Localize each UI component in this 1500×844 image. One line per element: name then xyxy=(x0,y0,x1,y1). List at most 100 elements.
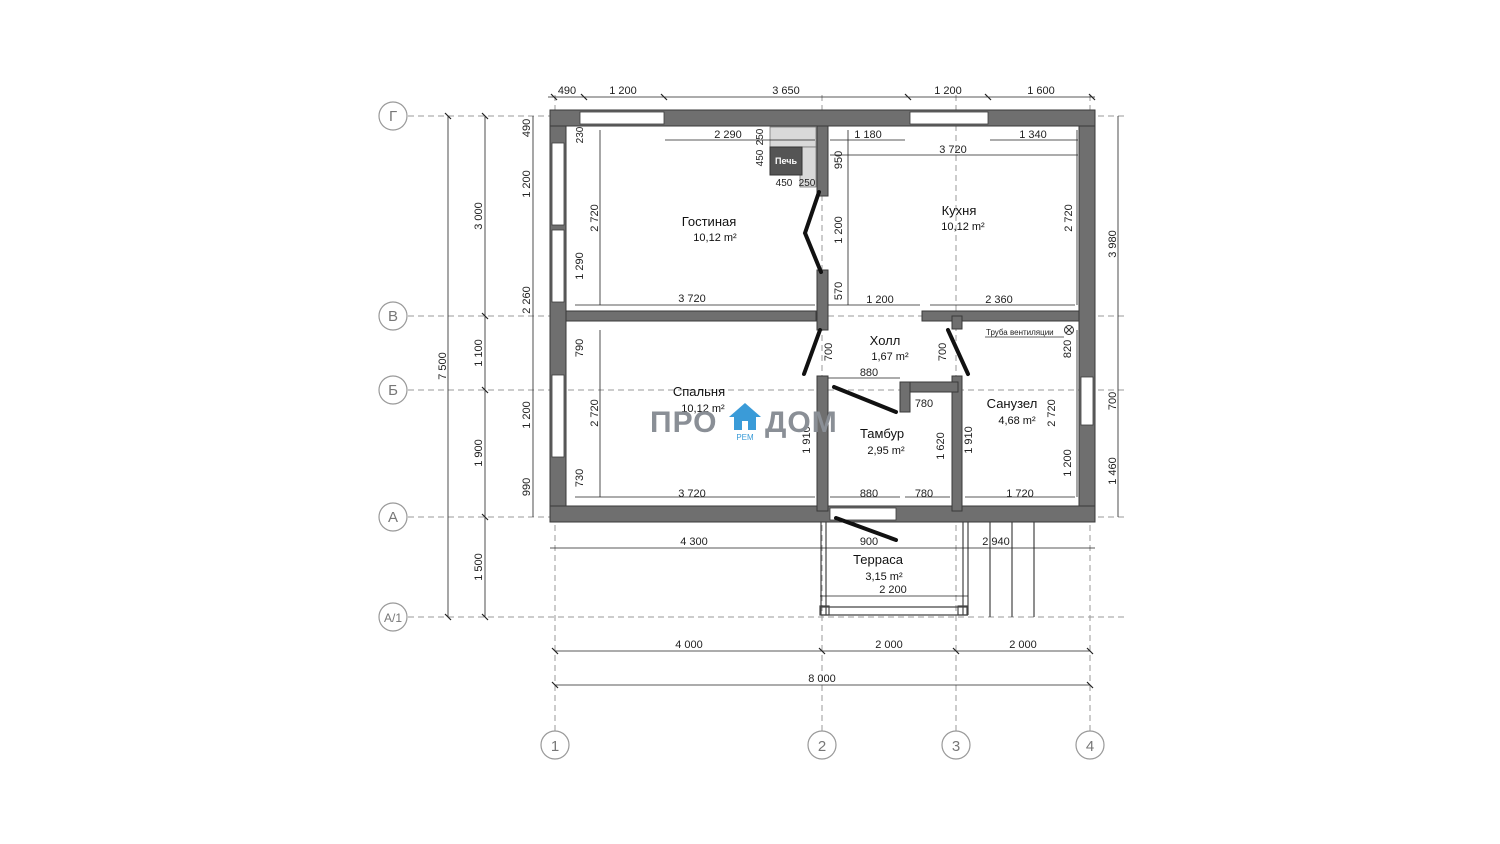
dim-interior: 790 xyxy=(574,339,586,357)
dim-interior: 2 720 xyxy=(1063,204,1075,232)
dim-left-inner: 1 200 xyxy=(521,401,533,429)
dim-right-outer: 1 460 xyxy=(1107,457,1119,485)
axis-label-row: Г xyxy=(389,108,397,125)
dim-interior: 2 360 xyxy=(985,294,1013,306)
dim-interior: 1 200 xyxy=(833,216,845,244)
logo-text-left: ПРО xyxy=(650,406,718,439)
dim-top: 1 200 xyxy=(609,85,637,97)
axis-label-column: 2 xyxy=(818,738,826,755)
dim-interior: 3 720 xyxy=(678,293,706,305)
dim-left-inner: 990 xyxy=(521,478,533,496)
axis-label-row: В xyxy=(388,308,398,325)
logo-watermark: ПРО РЕМ ДОМ xyxy=(650,403,838,442)
room-name: Терраса xyxy=(853,552,904,567)
dim-interior: 880 xyxy=(860,488,878,500)
walls xyxy=(549,109,1096,523)
axis-label-row: А/1 xyxy=(384,611,402,625)
axis-label-column: 1 xyxy=(551,738,559,755)
dim-left-mid: 1 500 xyxy=(473,553,485,581)
dim-interior: 230 xyxy=(575,126,586,143)
dim-interior: 780 xyxy=(915,398,933,410)
dimension-ticks xyxy=(444,93,1096,689)
dim-interior: 3 720 xyxy=(939,144,967,156)
dim-bottom: 2 940 xyxy=(982,536,1010,548)
room-name: Холл xyxy=(870,333,901,348)
dim-interior: 1 720 xyxy=(1006,488,1034,500)
dim-interior: 1 200 xyxy=(866,294,894,306)
dim-left-inner: 2 260 xyxy=(521,286,533,314)
dim-interior: 700 xyxy=(823,343,835,361)
axis-bubbles-rows xyxy=(378,101,408,632)
axis-label-column: 4 xyxy=(1086,738,1094,755)
dim-top: 490 xyxy=(558,85,576,97)
dim-right-outer: 3 980 xyxy=(1107,230,1119,258)
dim-left-outer: 7 500 xyxy=(437,352,449,380)
room-name: Гостиная xyxy=(682,214,737,229)
dim-interior: 2 720 xyxy=(589,399,601,427)
dim-interior: 450 xyxy=(755,149,766,166)
dim-left-mid: 1 100 xyxy=(473,339,485,367)
dim-left-inner: 1 200 xyxy=(521,170,533,198)
axis-label-column: 3 xyxy=(952,738,960,755)
dim-interior: 1 340 xyxy=(1019,129,1047,141)
dim-interior: 1 620 xyxy=(935,432,947,460)
dim-interior: 250 xyxy=(755,128,766,145)
dim-interior: 820 xyxy=(1062,340,1074,358)
room-area: 2,95 m² xyxy=(867,445,905,457)
axis-label-row: А xyxy=(388,509,398,526)
dim-top: 1 200 xyxy=(934,85,962,97)
room-area: 10,12 m² xyxy=(693,232,737,244)
dim-interior: 450 xyxy=(776,178,793,189)
dim-interior: 2 720 xyxy=(589,204,601,232)
room-name: Кухня xyxy=(942,203,977,218)
dim-bottom-axes: 2 000 xyxy=(1009,639,1037,651)
room-name: Тамбур xyxy=(860,426,904,441)
logo-text-right: ДОМ xyxy=(765,406,838,439)
stove xyxy=(769,126,817,188)
dim-interior: 2 720 xyxy=(1046,399,1058,427)
dim-bottom: 900 xyxy=(860,536,878,548)
dim-interior: 2 290 xyxy=(714,129,742,141)
room-area: 4,68 m² xyxy=(998,415,1036,427)
dim-bottom: 4 300 xyxy=(680,536,708,548)
axis-bubbles-columns xyxy=(540,730,1105,760)
doors xyxy=(802,190,970,542)
dim-interior: 730 xyxy=(574,469,586,487)
dim-interior: 880 xyxy=(860,367,878,379)
vent-pipe-icon xyxy=(985,325,1074,338)
logo-text-sub: РЕМ xyxy=(736,433,754,442)
dim-right-outer: 700 xyxy=(1107,392,1119,410)
dim-interior: 2 200 xyxy=(879,584,907,596)
terrace xyxy=(819,520,1035,617)
dim-interior: 250 xyxy=(799,178,816,189)
dim-left-mid: 3 000 xyxy=(473,202,485,230)
dim-top: 1 600 xyxy=(1027,85,1055,97)
dim-interior: 1 910 xyxy=(963,426,975,454)
dim-interior: 3 720 xyxy=(678,488,706,500)
dim-left-mid: 1 900 xyxy=(473,439,485,467)
room-area: 3,15 m² xyxy=(865,571,903,583)
dim-interior: 780 xyxy=(915,488,933,500)
dim-interior: 570 xyxy=(833,282,845,300)
room-area: 10,12 m² xyxy=(681,403,725,415)
dim-top: 3 650 xyxy=(772,85,800,97)
windows xyxy=(551,111,1094,521)
dim-bottom-axes: 4 000 xyxy=(675,639,703,651)
dim-interior: 1 910 xyxy=(801,426,813,454)
room-area: 1,67 m² xyxy=(871,351,909,363)
dim-left-inner: 490 xyxy=(521,119,533,137)
dim-interior: 1 290 xyxy=(574,252,586,280)
axis-label-row: Б xyxy=(388,382,398,399)
room-name: Санузел xyxy=(987,396,1038,411)
room-name: Спальня xyxy=(673,384,725,399)
room-area: 10,12 m² xyxy=(941,221,985,233)
dim-interior: 950 xyxy=(833,151,845,169)
dim-interior: 1 180 xyxy=(854,129,882,141)
stove-label: Печь xyxy=(775,156,797,166)
house-icon xyxy=(729,403,761,430)
dim-interior: 1 200 xyxy=(1062,449,1074,477)
dim-bottom-total: 8 000 xyxy=(808,673,836,685)
dim-bottom-axes: 2 000 xyxy=(875,639,903,651)
dimension-lines xyxy=(447,96,1119,686)
